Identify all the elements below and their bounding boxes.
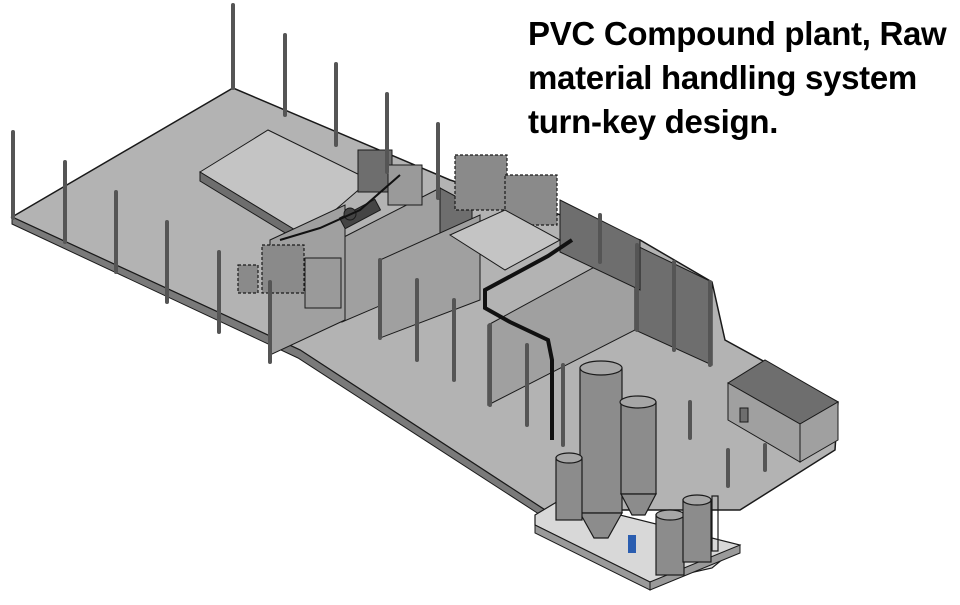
title-line-2: material handling system <box>528 59 917 96</box>
page-title: PVC Compound plant, Raw material handlin… <box>528 12 960 144</box>
medium-storage-silo <box>619 395 657 553</box>
perimeter-columns <box>11 3 767 488</box>
raised-mezzanine-platform <box>199 129 371 246</box>
dosing-station-frames <box>237 154 562 294</box>
title-line-3: turn-key design. <box>528 103 779 140</box>
pneumatic-conveying-pipe <box>279 174 574 440</box>
tall-storage-silo <box>578 360 624 539</box>
title-line-1: PVC Compound plant, Raw <box>528 15 947 52</box>
small-silos-with-ladders <box>555 452 719 576</box>
outdoor-room-enclosure <box>727 359 840 463</box>
